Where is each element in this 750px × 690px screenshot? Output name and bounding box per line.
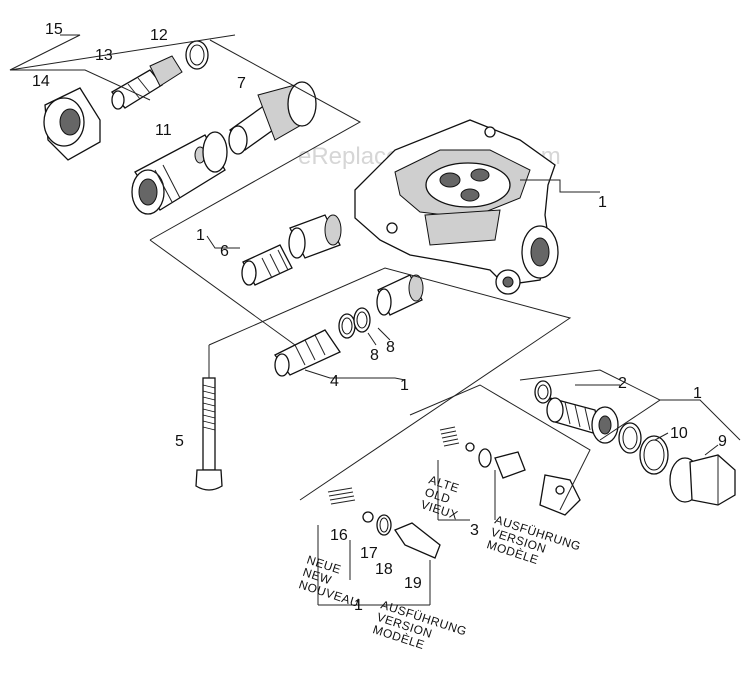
label-1-valve-group: 1 [400,377,409,394]
part-7-coupling [228,81,317,155]
label-11: 11 [155,122,172,139]
label-2: 2 [618,375,627,392]
part-19-valve [394,522,441,559]
valve-sleeve-upper [288,214,342,259]
label-8-a: 8 [370,347,379,364]
old-o-ring [478,448,492,468]
pump-head-housing [354,119,559,295]
label-4: 4 [330,373,339,390]
label-17: 17 [360,545,378,562]
label-10: 10 [670,425,688,442]
part-14-union-nut [43,87,101,161]
label-12: 12 [150,27,168,44]
part-9-plug [669,454,736,506]
label-5: 5 [175,433,184,450]
part-3-old-version-parts [439,426,581,516]
valve-sleeve-lower [376,274,424,316]
label-8-b: 8 [386,339,395,356]
part-5-bolt [195,377,223,491]
part-16-spring [327,487,356,505]
part-4-valve [274,329,341,377]
label-7: 7 [237,75,246,92]
part-2-valve [546,397,619,444]
part-17-ball [362,511,374,523]
label-19: 19 [404,575,422,592]
label-18: 18 [375,561,393,578]
part-number-labels: 15 12 13 14 7 11 1 1 6 8 8 4 1 5 2 1 10 … [32,21,727,614]
new-version-parts [327,487,441,559]
label-14: 14 [32,73,50,90]
old-valve-seat [494,451,526,479]
label-16: 16 [330,527,348,544]
label-13: 13 [95,47,113,64]
old-ball [465,442,475,452]
label-1-filter-group: 1 [196,227,205,244]
part-13-hose-nipple [111,55,183,110]
old-bracket [539,474,581,516]
label-1-plug-group: 1 [693,385,702,402]
part-6-filter-screw [241,244,293,286]
part-11-connector [131,131,228,215]
label-1-top-right: 1 [598,194,607,211]
label-1-new-version: 1 [354,597,363,614]
label-6: 6 [220,243,229,260]
label-15: 15 [45,21,63,38]
leader-lines [9,34,741,606]
old-spring [439,426,460,447]
label-9: 9 [718,433,727,450]
label-3: 3 [470,522,479,539]
